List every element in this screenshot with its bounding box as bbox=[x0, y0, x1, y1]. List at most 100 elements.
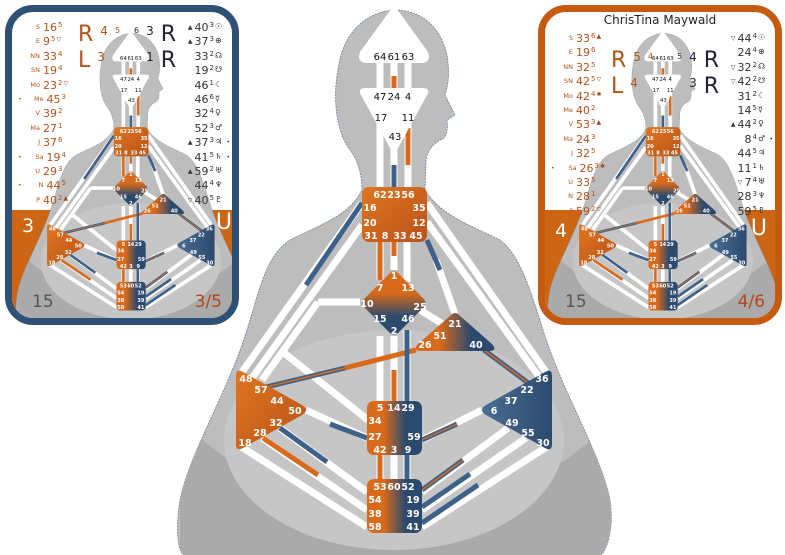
planet-icon: ♄ bbox=[215, 151, 223, 161]
gate-number: 19 bbox=[194, 64, 209, 78]
planet-label: P bbox=[36, 195, 40, 204]
planet-icon: ♇ bbox=[758, 205, 766, 215]
activation-marker: ▽ bbox=[596, 205, 602, 213]
gate-number: 31 bbox=[737, 89, 752, 103]
activation-row: ▲442♀ bbox=[723, 115, 773, 132]
variable-number: 3 bbox=[146, 24, 154, 38]
line-number: 3 bbox=[209, 21, 214, 29]
activation-marker: ▲ bbox=[187, 167, 193, 175]
variable-sub: 4 bbox=[647, 52, 654, 61]
gate-number: 37 bbox=[194, 136, 209, 150]
activation-marker: ▲ bbox=[63, 194, 69, 202]
variable-letter: R bbox=[160, 22, 176, 47]
line-number: 5 bbox=[752, 204, 757, 213]
profile: 4/6 bbox=[737, 292, 765, 312]
planet-label: E bbox=[35, 37, 40, 46]
gate-number: 33 bbox=[194, 49, 209, 63]
planet-label: U bbox=[568, 177, 573, 186]
planet-icon: ☉ bbox=[215, 22, 223, 31]
planet-label: Ma bbox=[563, 134, 573, 143]
activation-row: 444♆ bbox=[180, 176, 230, 192]
activation-row: 111♄ bbox=[723, 159, 773, 175]
line-number: 6 bbox=[591, 32, 596, 40]
gate-number: 40 bbox=[43, 193, 57, 207]
gate-number: 19 bbox=[46, 150, 61, 164]
activation-marker: ▽ bbox=[730, 78, 736, 86]
activation-row: ▽422☋ bbox=[723, 72, 773, 88]
gate-number: 40 bbox=[194, 21, 209, 34]
planet-icon: ♆ bbox=[758, 191, 766, 201]
gate-number: 44 bbox=[737, 118, 752, 132]
planet-icon: ♃ bbox=[215, 137, 223, 147]
planet-icon: ☋ bbox=[215, 65, 223, 75]
variable-sub: 5 bbox=[114, 26, 121, 35]
activation-row: 466☿ bbox=[180, 90, 230, 106]
gate-number: 14 bbox=[737, 103, 752, 117]
activation-row: 244⊕ bbox=[723, 43, 773, 59]
gate-number: 44 bbox=[737, 32, 752, 45]
planet-label: E bbox=[568, 48, 573, 57]
line-number: 5 bbox=[209, 150, 214, 159]
planet-icon: ♂ bbox=[215, 122, 223, 132]
profile: 3/5 bbox=[194, 292, 222, 312]
personality-activations: ▲403☉▲373⊕332☊192☋461☾466☿324♀523♂▲373♃•… bbox=[180, 18, 230, 207]
activation-marker: ▲ bbox=[187, 38, 193, 46]
gate-number: 40 bbox=[194, 193, 209, 207]
variable-letter: R bbox=[160, 48, 176, 73]
planet-icon: ☿ bbox=[758, 104, 763, 114]
line-number: 2 bbox=[209, 164, 214, 173]
line-number: 5 bbox=[61, 179, 67, 188]
line-number: 2 bbox=[209, 49, 214, 58]
gate-number: 23 bbox=[43, 78, 57, 92]
line-number: 3 bbox=[591, 132, 596, 141]
planet-icon: ☉ bbox=[758, 33, 766, 42]
activation-row: ▽405♇ bbox=[180, 191, 230, 207]
activation-marker: • bbox=[226, 153, 230, 161]
line-number: 3 bbox=[58, 164, 63, 173]
line-number: 4 bbox=[58, 64, 63, 73]
variable-left-bottom: L 3 bbox=[78, 46, 105, 72]
person-name: ChrisTina Maywald bbox=[603, 13, 717, 27]
gate-number: 59 bbox=[576, 204, 590, 218]
activation-marker: ✱ bbox=[600, 162, 606, 170]
gate-number: 33 bbox=[576, 32, 590, 45]
variable-number: 4 bbox=[630, 76, 638, 90]
activation-marker: • bbox=[769, 135, 773, 143]
activation-row: ▲403☉ bbox=[180, 18, 230, 34]
planet-icon: ☾ bbox=[758, 90, 766, 100]
line-number: 4 bbox=[209, 179, 214, 188]
gate-number: 9 bbox=[43, 35, 50, 49]
planet-label: V bbox=[35, 109, 40, 118]
type-number: 3 bbox=[22, 215, 35, 237]
activation-row: 445♃ bbox=[723, 144, 773, 160]
planet-label: S bbox=[568, 34, 573, 42]
activation-marker: • bbox=[551, 164, 555, 172]
variable-number: 4 bbox=[100, 24, 108, 38]
line-number: 4 bbox=[591, 89, 596, 98]
activation-marker: • bbox=[18, 153, 22, 161]
gate-number: 26 bbox=[579, 161, 594, 175]
gate-number: 27 bbox=[43, 121, 57, 135]
line-number: 5 bbox=[752, 103, 757, 112]
line-number: 2 bbox=[58, 107, 63, 116]
line-number: 5 bbox=[51, 35, 56, 44]
gate-number: 24 bbox=[576, 132, 590, 146]
line-number: 2 bbox=[752, 89, 757, 98]
planet-label: Ma bbox=[30, 123, 40, 132]
activation-row: ▲373⊕ bbox=[180, 32, 230, 48]
gate-number: 11 bbox=[737, 161, 752, 175]
gate-number: 40 bbox=[576, 103, 590, 117]
planet-label: S bbox=[35, 23, 40, 31]
variable-letter: R bbox=[703, 74, 719, 99]
